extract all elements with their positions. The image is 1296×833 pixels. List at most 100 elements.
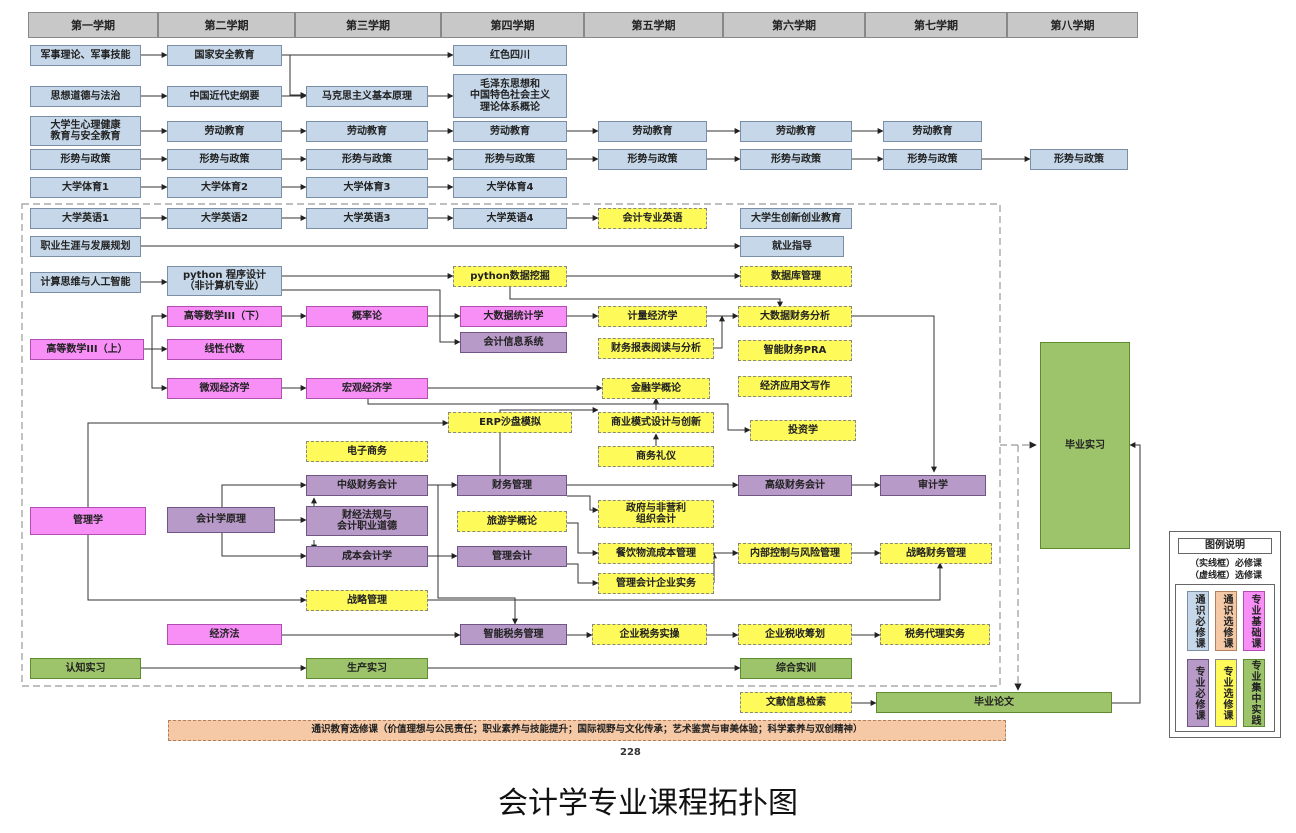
course-accounting-english: 会计专业英语 bbox=[598, 208, 707, 229]
course-macroeconomics: 宏观经济学 bbox=[306, 378, 428, 399]
course-strategic-management: 战略管理 bbox=[306, 590, 428, 611]
semester-header-1: 第一学期 bbox=[28, 12, 158, 38]
course-military-theory: 军事理论、军事技能 bbox=[30, 45, 141, 66]
course-management-accounting: 管理会计 bbox=[457, 546, 567, 567]
course-modern-history: 中国近代史纲要 bbox=[167, 86, 282, 107]
course-tax-planning: 企业税收筹划 bbox=[738, 624, 852, 645]
course-policy-1: 形势与政策 bbox=[30, 149, 141, 170]
course-policy-6: 形势与政策 bbox=[740, 149, 852, 170]
course-catering-logistics: 餐饮物流成本管理 bbox=[598, 543, 714, 564]
course-cognitive-internship: 认知实习 bbox=[30, 658, 141, 679]
course-career-planning: 职业生涯与发展规划 bbox=[30, 236, 141, 257]
course-english-3: 大学英语3 bbox=[306, 208, 428, 229]
course-red-sichuan: 红色四川 bbox=[453, 45, 567, 66]
semester-header-6: 第六学期 bbox=[723, 12, 865, 38]
course-labor-3: 劳动教育 bbox=[306, 121, 428, 142]
course-python-mining: python数据挖掘 bbox=[453, 266, 567, 287]
course-policy-5: 形势与政策 bbox=[598, 149, 707, 170]
course-innovation: 大学生创新创业教育 bbox=[740, 208, 852, 229]
course-ethics-law: 思想道德与法治 bbox=[30, 86, 141, 107]
course-employment-guidance: 就业指导 bbox=[740, 236, 844, 257]
course-auditing: 审计学 bbox=[880, 475, 986, 496]
course-computational-thinking: 计算思维与人工智能 bbox=[30, 272, 141, 293]
page-number: 228 bbox=[620, 748, 641, 756]
course-database: 数据库管理 bbox=[740, 266, 852, 287]
course-econometrics: 计量经济学 bbox=[598, 306, 707, 327]
course-smart-finance-rpa: 智能财务PRA bbox=[738, 340, 852, 361]
course-statement-analysis: 财务报表阅读与分析 bbox=[598, 338, 714, 359]
course-graduation-internship: 毕业实习 bbox=[1040, 342, 1130, 549]
course-strategic-finance: 战略财务管理 bbox=[880, 543, 992, 564]
legend-major-required: 专业必修课 bbox=[1187, 659, 1209, 727]
course-tourism: 旅游学概论 bbox=[457, 511, 567, 532]
semester-header-8: 第八学期 bbox=[1007, 12, 1138, 38]
course-policy-4: 形势与政策 bbox=[453, 149, 567, 170]
course-english-2: 大学英语2 bbox=[167, 208, 282, 229]
course-probability: 概率论 bbox=[306, 306, 428, 327]
course-pe-4: 大学体育4 bbox=[453, 177, 567, 198]
course-general-electives: 通识教育选修课（价值理想与公民责任；职业素养与技能提升；国际视野与文化传承；艺术… bbox=[168, 720, 1006, 741]
course-tax-practice: 企业税务实操 bbox=[592, 624, 707, 645]
legend: 图例说明 （实线框）必修课 （虚线框）选修课 通识必修课 通识选修课 专业基础课… bbox=[1169, 531, 1281, 738]
course-english-4: 大学英语4 bbox=[453, 208, 567, 229]
course-english-1: 大学英语1 bbox=[30, 208, 141, 229]
course-policy-8: 形势与政策 bbox=[1030, 149, 1128, 170]
legend-dashed-note: （虚线框）选修课 bbox=[1189, 570, 1262, 581]
course-labor-2: 劳动教育 bbox=[167, 121, 282, 142]
semester-header-4: 第四学期 bbox=[441, 12, 584, 38]
course-investment: 投资学 bbox=[750, 420, 856, 441]
course-labor-5: 劳动教育 bbox=[598, 121, 707, 142]
course-econ-writing: 经济应用文写作 bbox=[738, 376, 852, 397]
course-calculus-2: 高等数学III（下） bbox=[167, 306, 282, 327]
course-labor-7: 劳动教育 bbox=[883, 121, 982, 142]
course-economic-law: 经济法 bbox=[167, 624, 282, 645]
course-accounting-info-system: 会计信息系统 bbox=[460, 332, 567, 353]
course-business-model: 商业模式设计与创新 bbox=[598, 412, 714, 433]
course-production-internship: 生产实习 bbox=[306, 658, 428, 679]
course-python: python 程序设计 （非计算机专业） bbox=[167, 266, 282, 296]
course-literature-retrieval: 文献信息检索 bbox=[740, 692, 852, 713]
course-business-etiquette: 商务礼仪 bbox=[598, 446, 714, 467]
course-labor-4: 劳动教育 bbox=[453, 121, 567, 142]
course-finance-regulations: 财经法规与 会计职业道德 bbox=[306, 506, 428, 536]
course-management: 管理学 bbox=[30, 507, 146, 535]
course-labor-6: 劳动教育 bbox=[740, 121, 852, 142]
course-government-accounting: 政府与非营利 组织会计 bbox=[598, 500, 714, 528]
course-graduation-thesis: 毕业论文 bbox=[876, 692, 1112, 713]
course-calculus-1: 高等数学III（上） bbox=[30, 339, 144, 360]
course-ecommerce: 电子商务 bbox=[306, 441, 428, 462]
semester-header-7: 第七学期 bbox=[865, 12, 1007, 38]
course-cost-accounting: 成本会计学 bbox=[306, 546, 428, 567]
course-pe-3: 大学体育3 bbox=[306, 177, 428, 198]
legend-major-elective: 专业选修课 bbox=[1215, 659, 1237, 727]
course-marxism: 马克思主义基本原理 bbox=[306, 86, 428, 107]
course-advanced-accounting: 高级财务会计 bbox=[738, 475, 852, 496]
course-finance-intro: 金融学概论 bbox=[602, 378, 710, 399]
course-ma-practice: 管理会计企业实务 bbox=[598, 573, 714, 594]
course-erp-simulation: ERP沙盘模拟 bbox=[448, 412, 572, 433]
legend-title: 图例说明 bbox=[1178, 538, 1272, 554]
legend-major-practice: 专业集中实践 bbox=[1243, 659, 1265, 727]
course-comprehensive-training: 综合实训 bbox=[740, 658, 852, 679]
semester-header-3: 第三学期 bbox=[295, 12, 441, 38]
course-policy-2: 形势与政策 bbox=[167, 149, 282, 170]
semester-header-2: 第二学期 bbox=[158, 12, 295, 38]
legend-general-required: 通识必修课 bbox=[1187, 591, 1209, 651]
course-financial-management: 财务管理 bbox=[457, 475, 567, 496]
course-policy-7: 形势与政策 bbox=[883, 149, 982, 170]
legend-general-elective: 通识选修课 bbox=[1215, 591, 1237, 651]
course-mao-thought: 毛泽东思想和 中国特色社会主义 理论体系概论 bbox=[453, 74, 567, 118]
course-smart-tax: 智能税务管理 bbox=[460, 624, 567, 645]
course-big-data-stats: 大数据统计学 bbox=[460, 306, 567, 327]
legend-major-foundation: 专业基础课 bbox=[1243, 591, 1265, 651]
course-policy-3: 形势与政策 bbox=[306, 149, 428, 170]
course-national-security: 国家安全教育 bbox=[167, 45, 282, 66]
course-pe-2: 大学体育2 bbox=[167, 177, 282, 198]
legend-grid: 通识必修课 通识选修课 专业基础课 专业必修课 专业选修课 专业集中实践 bbox=[1175, 584, 1275, 732]
course-intermediate-accounting: 中级财务会计 bbox=[306, 475, 428, 496]
course-mental-health: 大学生心理健康 教育与安全教育 bbox=[30, 116, 141, 146]
figure-caption: 会计学专业课程拓扑图 bbox=[498, 786, 798, 821]
course-internal-control: 内部控制与风险管理 bbox=[738, 543, 852, 564]
